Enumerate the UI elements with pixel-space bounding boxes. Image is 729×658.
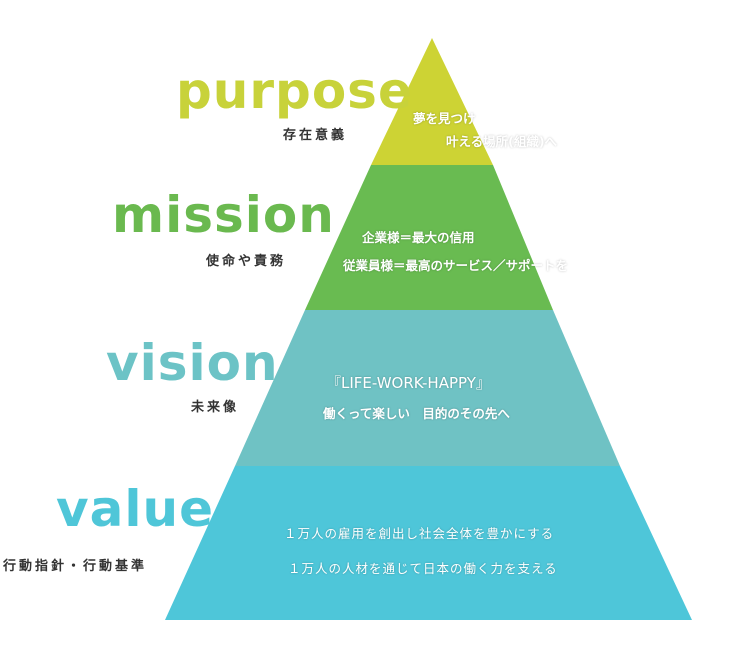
layer-value — [165, 466, 692, 620]
mission-title: mission — [112, 186, 335, 244]
value-title: value — [56, 480, 214, 538]
vision-line-1: 『LIFE-WORK-HAPPY』 — [326, 374, 491, 392]
value-line-2: １万人の人材を通じて日本の働く力を支える — [288, 561, 558, 576]
vision-title: vision — [106, 334, 279, 392]
purpose-title: purpose — [176, 62, 413, 120]
vision-line-2: 働くって楽しい 目的のその先へ — [323, 406, 510, 421]
vision-subtitle: 未来像 — [191, 400, 240, 415]
layer-purpose — [371, 38, 493, 165]
layer-mission — [305, 165, 553, 310]
value-subtitle: 行動指針・行動基準 — [3, 559, 148, 574]
mission-line-2: 従業員様＝最高のサービス／サポートを — [343, 258, 569, 273]
value-line-1: １万人の雇用を創出し社会全体を豊かにする — [284, 526, 555, 541]
purpose-subtitle: 存在意義 — [283, 128, 348, 143]
purpose-line-2: 叶える場所(組織)へ — [446, 134, 558, 149]
purpose-line-1: 夢を見つけ — [413, 111, 476, 126]
layer-vision — [235, 310, 620, 466]
mission-subtitle: 使命や責務 — [206, 254, 287, 269]
mission-line-1: 企業様＝最大の信用 — [362, 230, 475, 245]
